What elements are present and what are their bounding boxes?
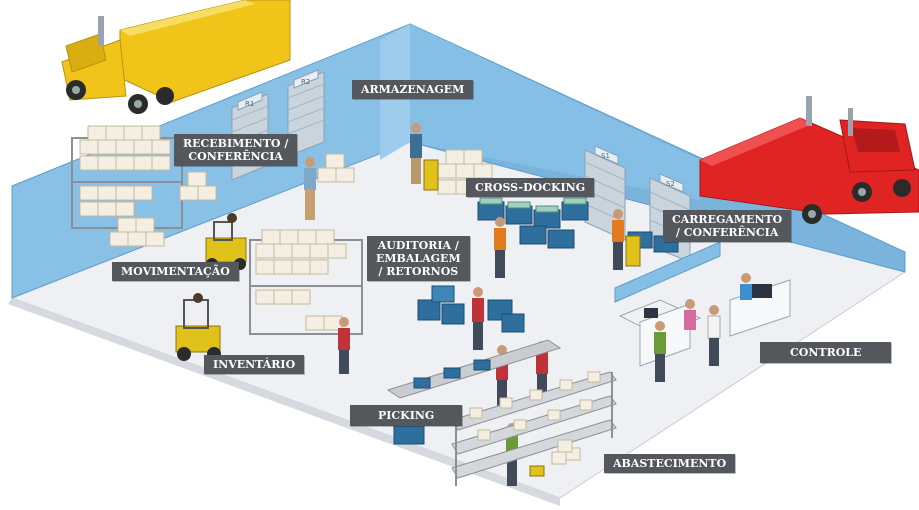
box-stack-abastecimento [529, 439, 581, 477]
receiving-truck [61, 0, 291, 114]
pallets-cross-docking [477, 197, 589, 249]
worker-inventario [338, 317, 350, 374]
area-label-auditoria: AUDITORIA / EMBALAGEM / RETORNOS [367, 236, 470, 281]
forklift-top [205, 213, 247, 270]
area-label-movimentacao: MOVIMENTAÇÃO [112, 262, 239, 281]
pallet-jack-carregamento [625, 235, 641, 267]
worker-auditoria [472, 287, 484, 350]
area-label-recebimento: RECEBIMENTO / CONFERÊNCIA [174, 134, 298, 166]
worker-cross-docking [494, 217, 506, 278]
floor-shadow [8, 298, 560, 506]
worker-carregamento [612, 209, 624, 270]
area-label-controle: CONTROLE [760, 342, 892, 363]
worker-recebimento [304, 157, 316, 220]
worker-armazenagem [410, 123, 422, 184]
shipping-truck [699, 96, 919, 224]
pallet-jack-back [423, 159, 439, 191]
box-stack-movimentacao [109, 171, 217, 247]
door-label-s2: S2 [666, 180, 675, 188]
box-stack-armazenagem [317, 149, 493, 195]
pallets-auditoria [417, 285, 525, 333]
storage-rack-left [71, 125, 183, 229]
door-label-s1: S1 [601, 152, 610, 160]
door-label-r2: R2 [301, 78, 310, 86]
door-label-r1: R1 [245, 100, 254, 108]
area-label-carregamento: CARREGAMENTO / CONFERÊNCIA [663, 210, 792, 242]
area-label-picking: PICKING [350, 405, 463, 426]
picking-shelves [451, 371, 617, 486]
area-label-abastecimento: ABASTECIMENTO [604, 454, 736, 473]
storage-rack-center [249, 229, 363, 335]
control-office [614, 241, 791, 382]
area-label-armazenagem: ARMAZENAGEM [352, 80, 474, 99]
area-label-cross-docking: CROSS-DOCKING [466, 178, 595, 197]
area-label-inventario: INVENTÁRIO [204, 355, 305, 374]
